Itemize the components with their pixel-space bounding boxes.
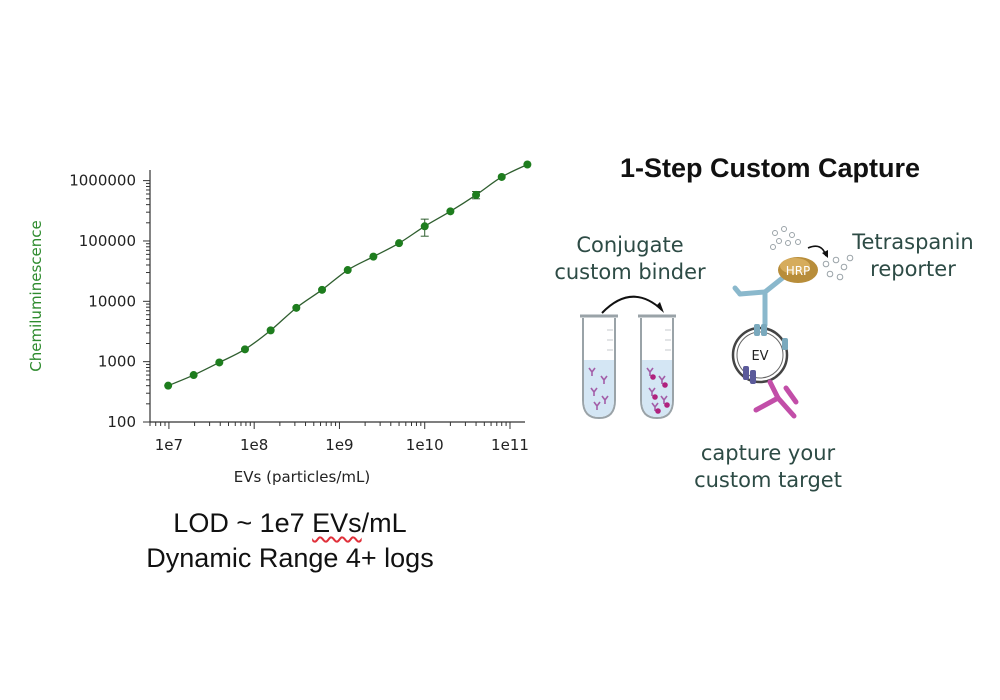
capture-label: capture your custom target (673, 440, 863, 494)
y-tick-label: 100000 (79, 232, 136, 250)
chart-axes: 1e7 1e8 1e9 1e10 1e11 100 1000 10000 100000 10000… (69, 170, 529, 454)
reporter-label-line1: Tetraspanin (852, 230, 974, 254)
data-point (215, 358, 224, 367)
data-point (497, 172, 506, 181)
reaction-arrowhead-icon (822, 250, 828, 258)
diagram-title: 1-Step Custom Capture (619, 153, 921, 183)
conjugate-arrow-icon (601, 295, 663, 314)
y-tick-label: 1000000 (69, 172, 136, 190)
tube-icon-empty (580, 314, 618, 420)
reporter-antibody-icon (732, 273, 788, 328)
conjugate-arrowhead-icon (656, 302, 664, 313)
y-tick-label: 1000 (98, 353, 136, 371)
reaction-arrow-icon (807, 245, 827, 257)
tube-icon-conjugated (638, 314, 676, 420)
data-point (318, 285, 327, 294)
x-tick-label: 1e7 (155, 436, 183, 454)
hrp-label: HRP (786, 264, 811, 278)
conjugate-label-line2: custom binder (554, 260, 706, 284)
data-point (292, 303, 301, 312)
ev-label: EV (751, 349, 768, 364)
reporter-label: Tetraspanin reporter (838, 229, 988, 283)
capture-antibody-icon (753, 379, 799, 419)
product-stars-icon (822, 254, 854, 281)
conjugate-label: Conjugate custom binder (540, 232, 720, 286)
lod-caption-flagged-word: EVs (312, 508, 362, 538)
x-axis-title: EVs (particles/mL) (234, 468, 370, 486)
data-point (420, 222, 429, 231)
lod-caption: LOD ~ 1e7 EVs/mL (90, 508, 490, 539)
data-point (164, 381, 173, 390)
hrp-enzyme-icon: HRP (778, 257, 818, 283)
substrate-dots-icon (770, 226, 801, 250)
data-point (523, 160, 532, 169)
data-point (266, 326, 275, 335)
y-tick-label: 100 (107, 413, 136, 431)
capture-label-line1: capture your (700, 441, 836, 465)
data-point (395, 239, 404, 248)
y-tick-label: 10000 (88, 292, 136, 310)
capture-label-line2: custom target (694, 468, 842, 492)
dynamic-range-caption: Dynamic Range 4+ logs (146, 543, 434, 573)
data-points-layer (164, 160, 532, 390)
capture-diagram: HRP EV (580, 226, 854, 420)
ev-vesicle-icon: EV (731, 324, 789, 384)
x-tick-label: 1e10 (406, 436, 444, 454)
x-tick-label: 1e11 (491, 436, 529, 454)
data-point (240, 345, 249, 354)
data-point (343, 266, 352, 275)
lod-caption-prefix: LOD ~ 1e7 (173, 508, 313, 538)
data-point (446, 207, 455, 216)
lod-caption-suffix: /mL (361, 508, 407, 538)
chemiluminescence-chart: 1e7 1e8 1e9 1e10 1e11 100 1000 10000 100000 10000… (27, 160, 532, 486)
data-point (369, 252, 378, 261)
x-tick-label: 1e8 (240, 436, 268, 454)
reporter-label-line2: reporter (870, 257, 956, 281)
conjugate-label-line1: Conjugate (576, 233, 684, 257)
data-point (472, 190, 481, 199)
y-axis-title: Chemiluminescence (27, 220, 45, 371)
x-tick-label: 1e9 (325, 436, 353, 454)
data-point (189, 371, 198, 380)
